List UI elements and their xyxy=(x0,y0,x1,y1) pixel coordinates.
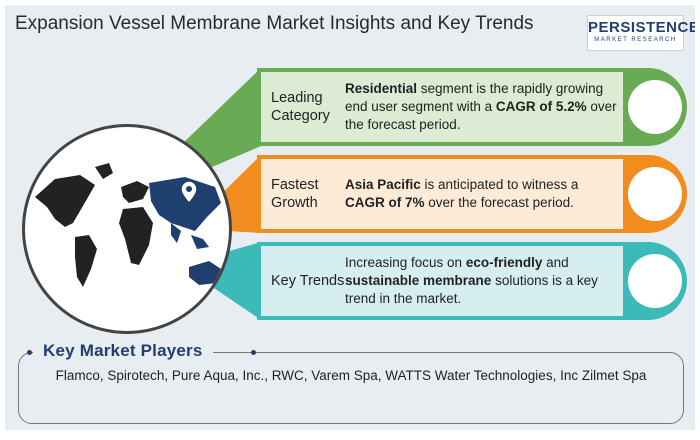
players-list: Flamco, Spirotech, Pure Aqua, Inc., RWC,… xyxy=(55,368,647,383)
insight-label: Leading Category xyxy=(271,90,330,124)
players-title: Key Market Players xyxy=(33,341,213,361)
insight-card-body: Leading Category Residential segment is … xyxy=(261,72,623,142)
page-title: Expansion Vessel Membrane Market Insight… xyxy=(15,13,534,34)
players-box xyxy=(18,352,684,424)
logo-tagline: MARKET RESEARCH xyxy=(594,37,677,43)
insight-label: Fastest Growth xyxy=(271,177,319,211)
logo-name: PERSISTENCE xyxy=(588,19,695,36)
brand-logo: PERSISTENCE MARKET RESEARCH xyxy=(587,15,695,51)
insight-card-body: Fastest Growth Asia Pacific is anticipat… xyxy=(261,159,623,229)
insight-text: Asia Pacific is anticipated to witness a… xyxy=(345,177,579,210)
bullet-dot-icon xyxy=(27,350,32,355)
infographic: Expansion Vessel Membrane Market Insight… xyxy=(5,5,695,430)
insight-card-body: Key Trends Increasing focus on eco-frien… xyxy=(261,246,623,316)
insight-label: Key Trends xyxy=(271,273,345,289)
circle-icon xyxy=(628,80,682,134)
circle-icon xyxy=(628,167,682,221)
insight-text: Residential segment is the rapidly growi… xyxy=(345,81,617,132)
insight-card-leading-category: Leading Category Residential segment is … xyxy=(257,68,687,146)
insight-text: Increasing focus on eco-friendly and sus… xyxy=(345,255,598,306)
location-pin-icon xyxy=(180,180,198,205)
world-map-icon xyxy=(22,124,232,334)
insight-card-fastest-growth: Fastest Growth Asia Pacific is anticipat… xyxy=(257,155,687,233)
bullet-dot-icon xyxy=(251,350,256,355)
insight-card-key-trends: Key Trends Increasing focus on eco-frien… xyxy=(257,242,687,320)
circle-icon xyxy=(628,254,682,308)
